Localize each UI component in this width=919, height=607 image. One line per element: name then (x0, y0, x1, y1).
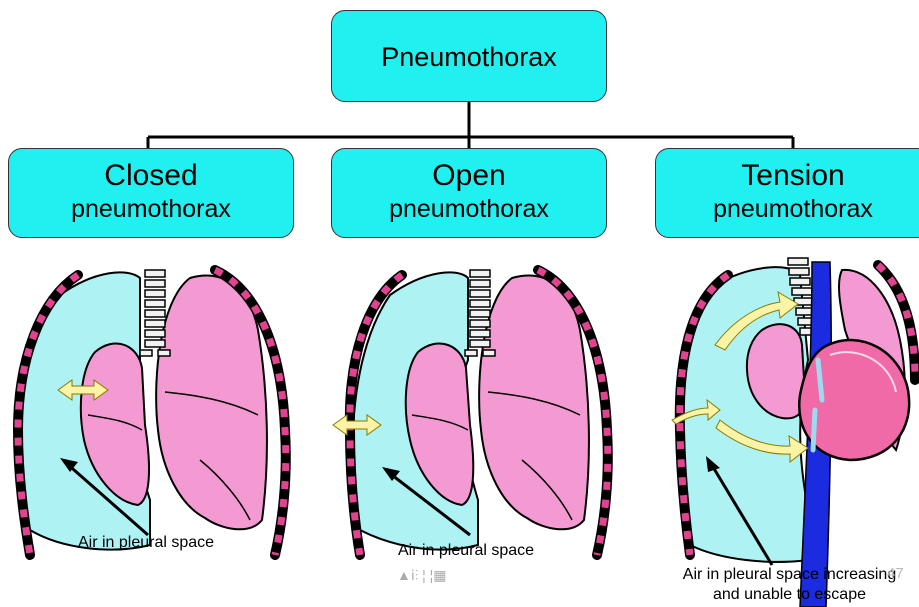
footer-text: ▲ⅰ⫶ ¦ ¦▦ (397, 567, 447, 584)
tension-subtitle: pneumothorax (656, 193, 919, 225)
open-pneumothorax-illustration (333, 270, 608, 555)
root-node-label: Pneumothorax (332, 11, 606, 103)
connector-lines (148, 102, 793, 148)
closed-subtitle: pneumothorax (9, 193, 293, 225)
open-trachea (465, 270, 495, 356)
closed-trachea (140, 270, 170, 356)
closed-pneumothorax-box: Closed pneumothorax (8, 148, 294, 238)
tension-caption-line1: Air in pleural space increasing (683, 566, 896, 583)
tension-pneumothorax-box: Tension pneumothorax (655, 148, 919, 238)
root-node-box: Pneumothorax (331, 10, 607, 102)
closed-right-lung (156, 276, 267, 530)
closed-title: Closed (9, 159, 293, 193)
tension-title: Tension (656, 159, 919, 193)
open-pneumothorax-box: Open pneumothorax (331, 148, 607, 238)
open-right-lung (479, 276, 589, 530)
closed-pneumothorax-illustration (18, 270, 286, 555)
closed-caption: Air in pleural space (78, 534, 214, 552)
open-caption: Air in pleural space (398, 542, 534, 560)
open-title: Open (332, 159, 606, 193)
tension-pneumothorax-illustration (672, 258, 915, 607)
page-number: 47 (887, 565, 904, 582)
tension-caption: Air in pleural space increasing and unab… (660, 565, 919, 605)
tension-caption-line2: and unable to escape (713, 586, 866, 603)
open-subtitle: pneumothorax (332, 193, 606, 225)
